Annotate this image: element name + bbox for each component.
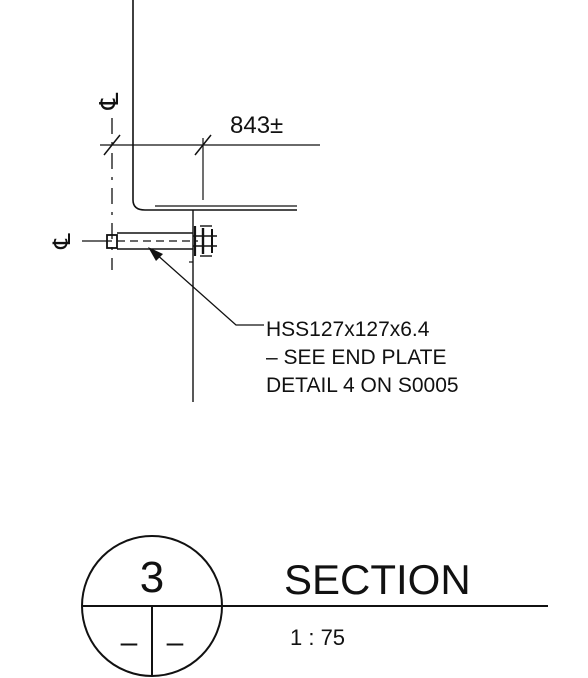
sheet-ref-right: –	[167, 626, 184, 659]
leader-arrow	[148, 247, 163, 261]
sheet-ref-left: –	[121, 626, 138, 659]
section-title-block	[81, 535, 548, 677]
hss-member	[104, 225, 217, 257]
dimension-tick-left	[103, 134, 121, 156]
hss-end-plate	[106, 234, 118, 249]
callout-line-1: HSS127x127x6.4	[266, 318, 430, 341]
section-scale: 1 : 75	[290, 625, 345, 650]
dimension	[100, 134, 320, 200]
centerline-symbol-top: ℄	[94, 92, 124, 110]
column-corner-return	[132, 199, 297, 211]
leader-line	[154, 252, 264, 326]
section-title: SECTION	[284, 556, 471, 603]
callout-line-3: DETAIL 4 ON S0005	[266, 374, 459, 397]
centerline-symbol-left: ℄	[49, 233, 76, 250]
callout-line-2: – SEE END PLATE	[266, 346, 447, 369]
leader	[148, 247, 264, 326]
dimension-text: 843±	[230, 112, 283, 139]
detail-number: 3	[140, 553, 164, 602]
column-outline	[132, 0, 297, 402]
